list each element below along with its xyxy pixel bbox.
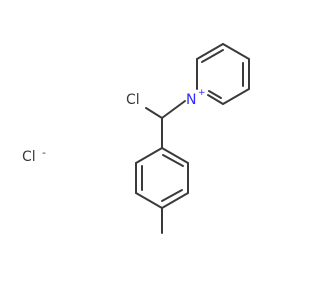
counter-ion-chlorine-label: Cl <box>22 149 36 165</box>
bond-ring-c3-c4 <box>222 43 250 60</box>
molecule-canvas: Cl N + Cl - <box>22 43 250 234</box>
bond-benzene-3-double <box>161 189 183 202</box>
bond-ring-c5-c6 <box>222 88 250 105</box>
ring-nitrogen-charge: + <box>198 88 206 98</box>
bond-ring-c2-c3-double <box>201 49 224 63</box>
bond-benzene-3 <box>161 192 189 209</box>
bond-ring-c2-c3 <box>196 43 224 60</box>
atom-labels: Cl N + Cl - <box>22 88 206 165</box>
bond-benzene-6 <box>135 147 163 164</box>
bond-ch-cl <box>145 107 163 119</box>
bond-n-ch <box>161 100 186 119</box>
bond-ring-c6-n-double <box>208 90 222 99</box>
bonds <box>135 43 250 234</box>
substituent-chlorine-label: Cl <box>126 92 140 108</box>
bond-benzene-4 <box>135 192 163 209</box>
bond-benzene-1 <box>161 147 189 164</box>
molecule-structure: Cl N + Cl - <box>22 43 250 234</box>
bond-benzene-1-double <box>162 154 184 167</box>
ring-nitrogen-label: N <box>186 92 196 108</box>
counter-ion-charge: - <box>42 146 46 159</box>
bond-ring-c6-n <box>207 94 224 105</box>
